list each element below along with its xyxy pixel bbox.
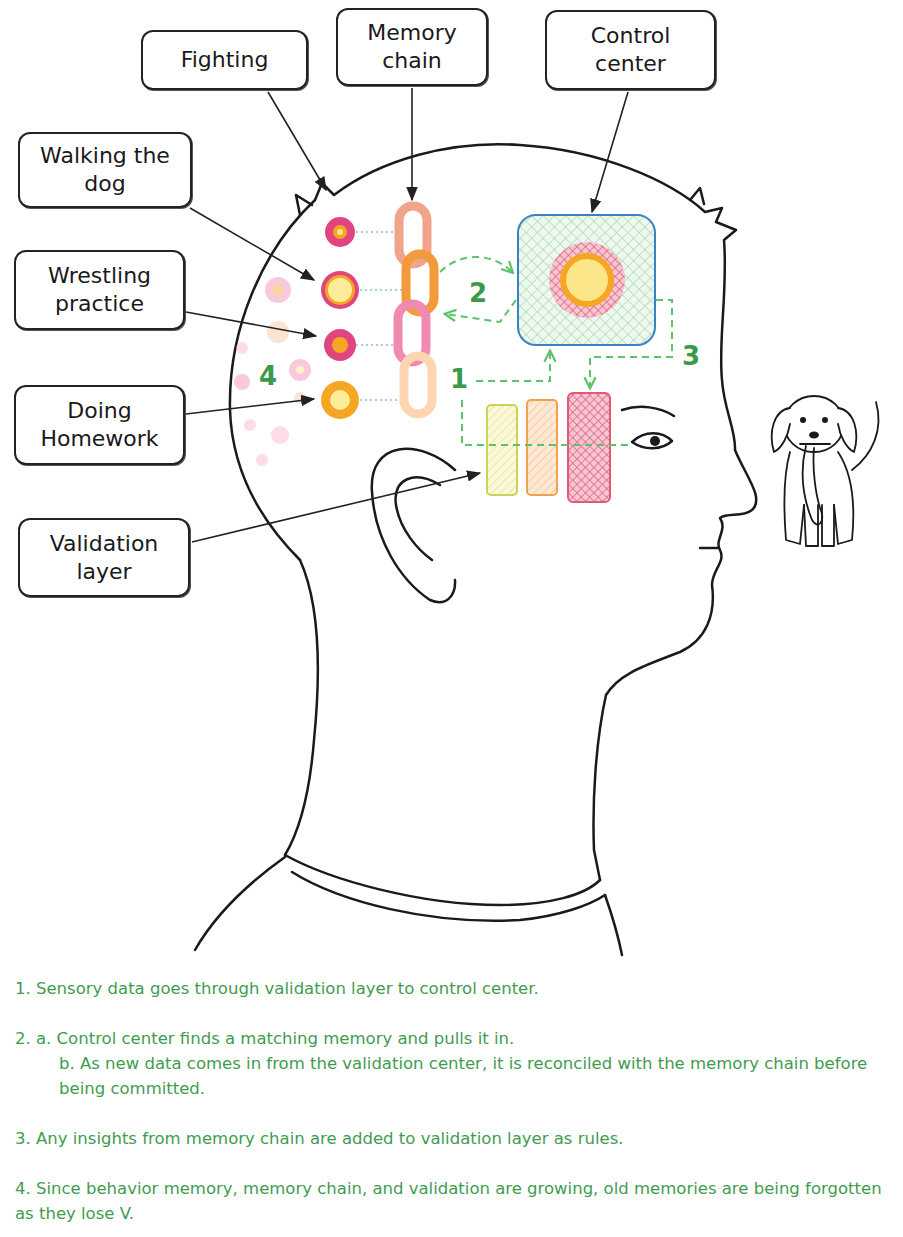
callout-box: Walking the dog bbox=[18, 132, 192, 208]
memory-dot bbox=[273, 285, 283, 295]
dog-eye bbox=[822, 417, 828, 423]
memory-dot bbox=[267, 321, 289, 343]
shoulder bbox=[605, 895, 622, 955]
callout-box: Memory chain bbox=[336, 8, 488, 86]
leader-line bbox=[592, 92, 628, 212]
flow-arrows bbox=[440, 257, 672, 445]
memory-dot bbox=[244, 419, 256, 431]
eye bbox=[632, 433, 672, 448]
memory-chain bbox=[398, 206, 434, 414]
memory-dot bbox=[289, 359, 311, 381]
dotted-link bbox=[356, 231, 399, 233]
callout-text: Walking the dog bbox=[30, 142, 180, 198]
validation-bar bbox=[568, 393, 610, 502]
memory-dot bbox=[236, 342, 248, 354]
notes: 1. Sensory data goes through validation … bbox=[15, 976, 887, 1226]
dog-eye bbox=[800, 417, 806, 423]
behavior-circle bbox=[321, 271, 359, 309]
dotted-link bbox=[360, 399, 402, 401]
dog-ear bbox=[838, 408, 856, 452]
callout-text: Validation layer bbox=[30, 530, 178, 586]
behavior-circle bbox=[325, 217, 355, 247]
flow-1 bbox=[462, 398, 628, 445]
collar bbox=[285, 855, 600, 905]
memory-dot bbox=[296, 366, 304, 374]
back-of-neck bbox=[285, 560, 318, 855]
faded-memories bbox=[234, 277, 311, 466]
ear bbox=[372, 449, 455, 602]
callout-number: 2 bbox=[469, 278, 487, 308]
dog-nose bbox=[809, 432, 819, 439]
validation-bar bbox=[527, 400, 557, 495]
head-profile bbox=[230, 144, 756, 880]
callout-number: 1 bbox=[450, 364, 468, 394]
dog-ear bbox=[772, 408, 790, 452]
control-circle bbox=[566, 259, 608, 301]
dotted-link bbox=[356, 344, 396, 346]
behavior-circle bbox=[337, 229, 343, 235]
behavior-circle bbox=[333, 225, 347, 239]
memory-dot bbox=[271, 426, 289, 444]
dog bbox=[772, 396, 879, 546]
flow-3 bbox=[590, 300, 672, 387]
leader-line bbox=[411, 88, 413, 200]
behavior-circle bbox=[321, 381, 359, 419]
note-text: 2. a. Control center finds a matching me… bbox=[15, 1026, 887, 1051]
callout-box: Fighting bbox=[141, 30, 308, 90]
leader-line bbox=[186, 312, 316, 336]
leader-line bbox=[192, 473, 480, 542]
callout-number: 4 bbox=[259, 361, 277, 391]
callout-text: Memory chain bbox=[348, 19, 476, 75]
note-text: b. As new data comes in from the validat… bbox=[59, 1051, 887, 1101]
callout-box: Validation layer bbox=[18, 518, 190, 597]
callout-number: 3 bbox=[682, 341, 700, 371]
memory-dot bbox=[265, 277, 291, 303]
flow-1 bbox=[476, 352, 550, 381]
dog-leash bbox=[800, 444, 830, 524]
callout-text: Doing Homework bbox=[26, 397, 173, 453]
note-text: 4. Since behavior memory, memory chain, … bbox=[15, 1176, 887, 1226]
control-circle bbox=[560, 253, 614, 307]
leader-line bbox=[186, 399, 314, 414]
dotted-link bbox=[360, 289, 404, 291]
control-square bbox=[518, 215, 655, 345]
callout-box: Doing Homework bbox=[14, 385, 185, 465]
callout-text: Fighting bbox=[181, 46, 269, 74]
ear-inner bbox=[396, 478, 440, 560]
head-outline bbox=[195, 144, 756, 955]
validation-bars bbox=[487, 393, 610, 502]
validation-bar bbox=[487, 405, 517, 495]
control-circle bbox=[549, 242, 625, 318]
shoulder bbox=[195, 857, 285, 950]
note-text: 3. Any insights from memory chain are ad… bbox=[15, 1126, 887, 1151]
chain-link bbox=[404, 356, 432, 414]
mouth bbox=[700, 547, 718, 550]
behavior-circle bbox=[325, 275, 355, 305]
hair-spikes bbox=[296, 188, 704, 215]
behavior-circle bbox=[324, 329, 356, 361]
flow-2 bbox=[440, 257, 512, 272]
memory-dot bbox=[294, 392, 306, 404]
note-text: 1. Sensory data goes through validation … bbox=[15, 976, 887, 1001]
behavior-circle bbox=[328, 278, 352, 302]
behavior-circle bbox=[332, 337, 348, 353]
memory-dot bbox=[234, 374, 250, 390]
collar-inner bbox=[292, 872, 605, 921]
callout-box: Wrestling practice bbox=[14, 250, 185, 330]
callout-box: Control center bbox=[545, 10, 716, 90]
pupil bbox=[650, 436, 660, 446]
leader-line bbox=[190, 208, 314, 280]
eyebrow bbox=[622, 407, 674, 416]
leader-line bbox=[268, 92, 326, 190]
callout-text: Control center bbox=[557, 22, 704, 78]
callout-text: Wrestling practice bbox=[26, 262, 173, 318]
leader-lines bbox=[186, 88, 628, 542]
behavior-circles bbox=[321, 217, 359, 419]
behavior-circle bbox=[330, 390, 350, 410]
memory-dot bbox=[256, 454, 268, 466]
control-center bbox=[518, 215, 655, 345]
